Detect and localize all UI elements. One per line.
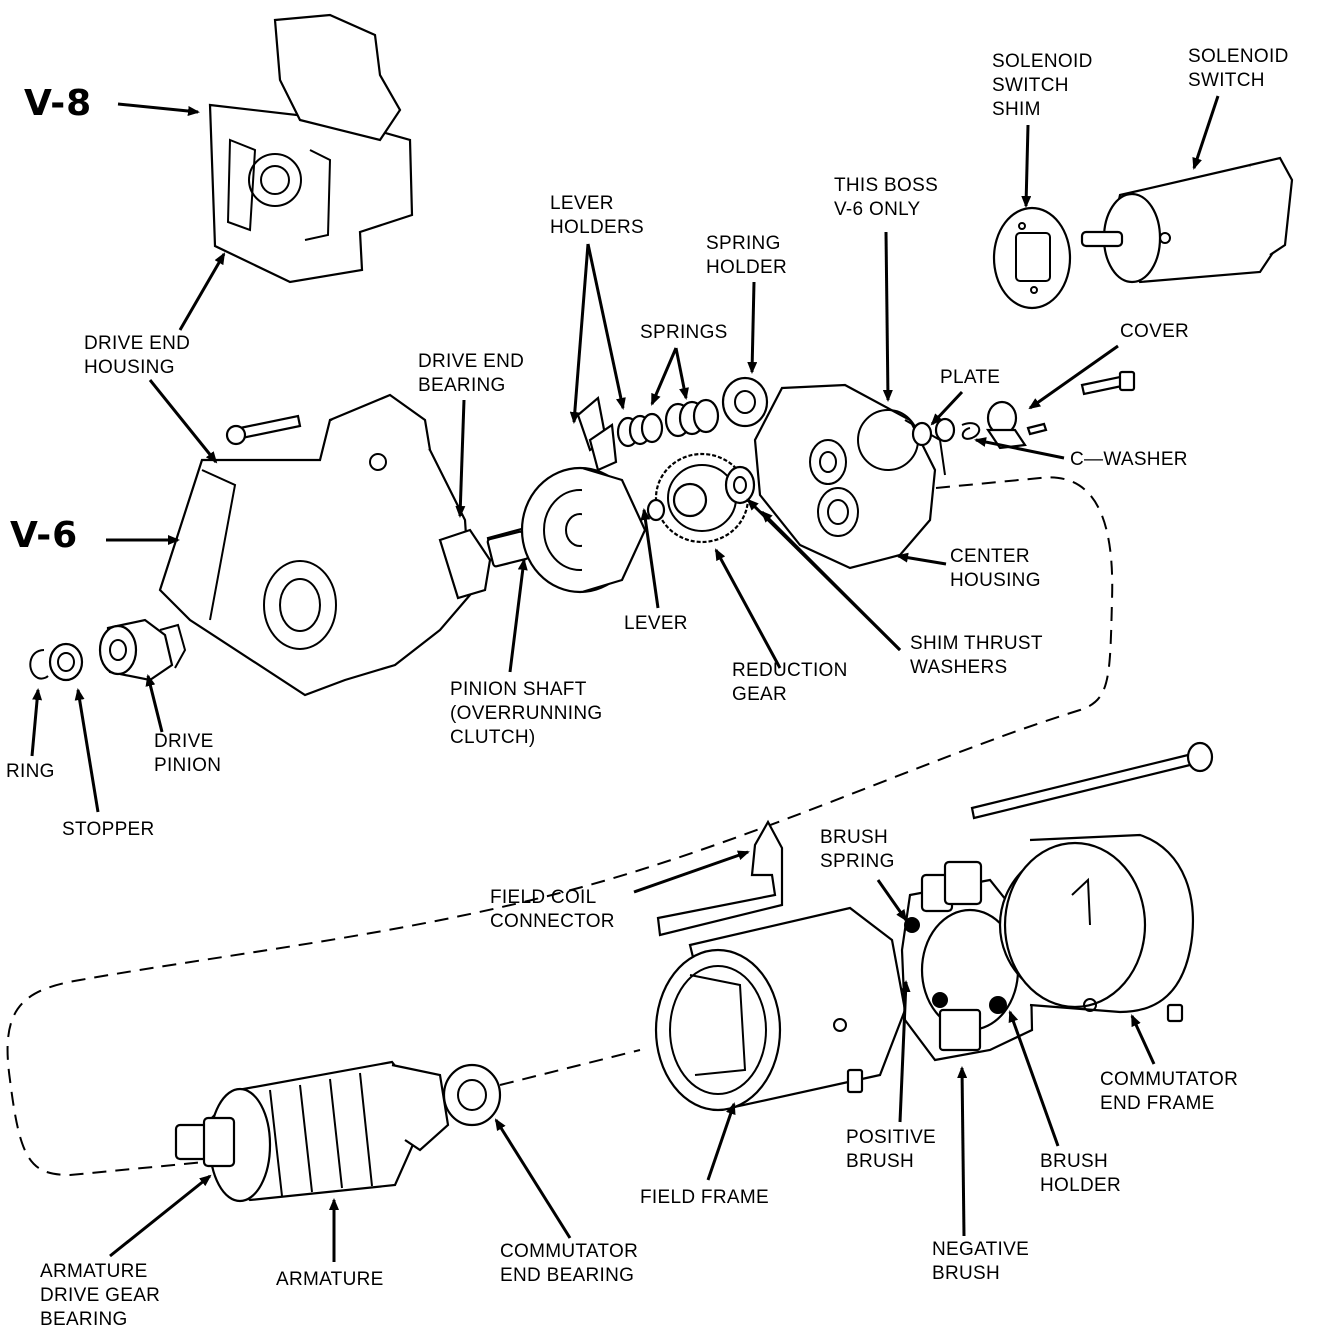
label-v6: V-6 (10, 515, 79, 556)
overrunning-clutch-drawing (520, 466, 647, 594)
lever-holders-drawing (576, 395, 618, 472)
label-reduction-gear: REDUCTION GEAR (732, 660, 848, 705)
solenoid-switch-drawing (1080, 156, 1294, 284)
label-commutator-end-frame: COMMUTATOR END FRAME (1100, 1069, 1239, 1114)
assembly-dashed-path-2 (499, 1049, 641, 1086)
leader-arrows (30, 95, 1220, 1262)
label-solenoid-switch-shim: SOLENOID SWITCH SHIM (992, 51, 1093, 120)
label-shim-thrust-washers: SHIM THRUST WASHERS (910, 633, 1043, 678)
armature-drawing (174, 1060, 450, 1203)
label-springs: SPRINGS (640, 322, 728, 343)
spring-holder-drawing (721, 376, 769, 428)
center-housing-drawing (753, 383, 946, 570)
label-v8: V-8 (24, 83, 93, 124)
label-negative-brush: NEGATIVE BRUSH (932, 1239, 1030, 1284)
label-ring: RING (6, 761, 55, 782)
drive-pinion-ring-stopper-drawing (29, 618, 187, 682)
commutator-end-bearing-drawing (442, 1063, 502, 1127)
label-c-washer: C—WASHER (1070, 449, 1188, 470)
label-this-boss-v6-only: THIS BOSS V-6 ONLY (834, 175, 939, 220)
label-cover: COVER (1120, 321, 1190, 342)
label-solenoid-switch: SOLENOID SWITCH (1188, 46, 1289, 91)
label-armature: ARMATURE (276, 1269, 384, 1290)
label-drive-end-bearing: DRIVE END BEARING (418, 351, 525, 396)
label-armature-drive-gear-bearing: ARMATURE DRIVE GEAR BEARING (40, 1261, 161, 1330)
label-lever-holders: LEVER HOLDERS (550, 193, 644, 238)
commutator-end-frame-drawing (998, 833, 1194, 1023)
label-field-frame: FIELD FRAME (640, 1187, 769, 1208)
label-plate: PLATE (940, 367, 1001, 388)
label-center-housing: CENTER HOUSING (950, 546, 1041, 591)
solenoid-switch-shim-drawing (992, 206, 1072, 310)
label-brush-spring: BRUSH SPRING (820, 827, 895, 872)
label-drive-end-housing: DRIVE END HOUSING (84, 333, 191, 378)
label-positive-brush: POSITIVE BRUSH (846, 1127, 937, 1172)
label-pinion-shaft: PINION SHAFT (OVERRUNNING CLUTCH) (450, 679, 603, 748)
springs-drawing (616, 398, 720, 448)
label-commutator-end-bearing: COMMUTATOR END BEARING (500, 1241, 639, 1286)
label-spring-holder: SPRING HOLDER (706, 233, 787, 278)
brush-holder-assembly-drawing (900, 860, 1034, 1062)
housing-bolt-drawing (225, 414, 302, 446)
label-lever: LEVER (624, 613, 688, 634)
assembly-dashed-path (6, 476, 1114, 1177)
reduction-gear-drawing (646, 452, 750, 544)
shim-thrust-washers-drawing (724, 465, 756, 505)
cover-bolt-drawing (1080, 370, 1136, 396)
label-field-coil-connector: FIELD COIL CONNECTOR (490, 887, 615, 932)
through-bolt-drawing (970, 741, 1214, 820)
label-stopper: STOPPER (62, 819, 155, 840)
v6-drive-end-housing-drawing (158, 393, 492, 697)
label-brush-holder: BRUSH HOLDER (1040, 1151, 1121, 1196)
label-drive-pinion: DRIVE PINION (154, 731, 222, 776)
v8-drive-end-housing-drawing (208, 13, 414, 284)
